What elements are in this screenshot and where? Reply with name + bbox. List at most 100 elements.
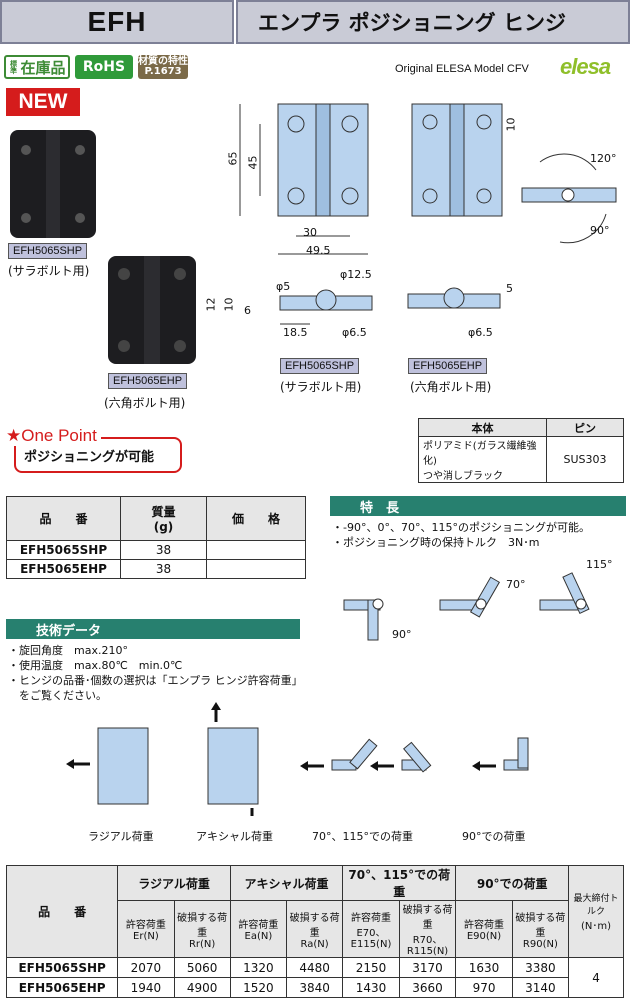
load-group-axial: アキシャル荷重 — [229, 865, 344, 901]
material-body-line1: ポリアミド(ガラス繊維強化) — [423, 441, 537, 467]
dim-18-5: 18.5 — [283, 326, 308, 339]
material-body: ポリアミド(ガラス繊維強化) つや消しブラック — [418, 436, 547, 483]
dim-6: 6 — [244, 304, 251, 317]
rotation-diagram — [521, 153, 617, 244]
load-row-code: EFH5065EHP — [5, 977, 119, 998]
load-diagrams — [66, 702, 529, 816]
load-subheader-symbol: E90(N) — [466, 931, 502, 942]
dim-10-side: 10 — [222, 297, 236, 312]
tech-item-3: ・ヒンジの品番･個数の選択は「エンプラ ヒンジ許容荷重」 — [8, 674, 303, 687]
load-row-code: EFH5065SHP — [5, 957, 119, 978]
weight-row-code: EFH5065EHP — [6, 559, 121, 579]
load-subheader-symbol: Rr(N) — [188, 938, 216, 950]
tech-item-2: ・使用温度 max.80℃ min.0℃ — [8, 659, 183, 672]
load-subheader-symbol: Er(N) — [133, 931, 159, 942]
load-row-value: 3170 — [398, 957, 457, 978]
drawing-caption-shp: (サラボルト用) — [280, 380, 362, 394]
load-subheader-kind: 許容荷重 — [238, 920, 279, 931]
spec-line2: P.1673 — [144, 66, 182, 77]
dim-phi12-5: φ12.5 — [340, 268, 372, 281]
load-caption-90: 90°での荷重 — [462, 830, 526, 843]
material-pin: SUS303 — [546, 436, 624, 483]
load-subheader-kind: 破損する荷重 — [177, 912, 228, 939]
load-subheader-symbol: Ra(N) — [300, 938, 329, 950]
load-row-value: 1940 — [117, 977, 175, 998]
product-caption-ehp: (六角ボルト用) — [104, 396, 186, 410]
hinge-front-drawing — [239, 103, 369, 255]
load-group-90: 90°での荷重 — [455, 865, 570, 901]
feature-angle-70: 70° — [506, 578, 526, 591]
load-header-torque: 最大締付トルク (N･m) — [568, 865, 624, 958]
hinge-photo-shp — [10, 130, 96, 238]
drawing-caption-ehp: (六角ボルト用) — [410, 380, 492, 394]
load-row-value: 3140 — [511, 977, 570, 998]
torque-unit: (N･m) — [581, 921, 612, 932]
drawing-code-shp: EFH5065SHP — [280, 358, 360, 374]
load-group-radial: ラジアル荷重 — [117, 865, 231, 901]
load-subheader-kind: 破損する荷重 — [289, 912, 340, 939]
weight-row-price — [206, 540, 306, 560]
load-subheader-kind: 許容荷重 — [351, 912, 391, 924]
material-header-body: 本体 — [418, 418, 547, 437]
tech-header: 技術データ — [6, 619, 300, 639]
load-caption-axial: アキシャル荷重 — [196, 830, 273, 843]
load-row-value: 5060 — [173, 957, 231, 978]
hinge-side-shp — [279, 289, 373, 325]
elesa-logo: elesa — [560, 54, 611, 79]
feature-item-2: ・ポジショニング時の保持トルク 3N･m — [332, 536, 540, 549]
dim-5: 5 — [506, 282, 513, 295]
product-code-ehp: EFH5065EHP — [108, 373, 188, 389]
feature-item-1: ・-90°、0°、70°、115°のポジショニングが可能。 — [332, 521, 590, 534]
load-subheader-kind: 許容荷重 — [464, 920, 505, 931]
one-point-title: ★One Point — [6, 426, 101, 446]
load-row-value: 3660 — [398, 977, 457, 998]
torque-label: 最大締付トルク — [573, 894, 619, 917]
load-row-value: 1430 — [342, 977, 400, 998]
weight-row-code: EFH5065SHP — [6, 540, 121, 560]
new-badge: NEW — [6, 88, 80, 116]
stock-label: 在庫品 — [20, 58, 66, 77]
weight-row-mass: 38 — [120, 559, 207, 579]
product-code-shp: EFH5065SHP — [8, 243, 88, 259]
material-table: 本体 ピン ポリアミド(ガラス繊維強化) つや消しブラック SUS303 — [418, 418, 624, 483]
dim-phi6-5-ehp: φ6.5 — [468, 326, 493, 339]
dim-65: 65 — [226, 151, 240, 166]
material-header-pin: ピン — [546, 418, 624, 437]
load-subheader-kind: 許容荷重 — [125, 920, 166, 931]
load-subheader-kind: 破損する荷重 — [402, 905, 453, 931]
positioning-diagrams — [343, 572, 590, 641]
product-caption-shp: (サラボルト用) — [8, 264, 90, 278]
load-caption-radial: ラジアル荷重 — [88, 830, 154, 843]
feature-angle-115: 115° — [586, 558, 613, 571]
features-header: 特 長 — [330, 496, 626, 516]
load-header-code: 品 番 — [5, 865, 119, 958]
dim-phi6-5-shp: φ6.5 — [342, 326, 367, 339]
hinge-side-ehp — [407, 287, 501, 309]
dim-49-5: 49.5 — [306, 244, 331, 257]
load-row-value: 1630 — [455, 957, 513, 978]
product-title-header: エンプラ ポジショニング ヒンジ — [236, 0, 630, 44]
load-row-value: 1520 — [229, 977, 288, 998]
load-row-value: 1320 — [229, 957, 288, 978]
load-torque-value: 4 — [568, 957, 624, 998]
dim-10: 10 — [504, 117, 518, 132]
product-code-header: EFH — [0, 0, 234, 44]
drawing-code-ehp: EFH5065EHP — [408, 358, 488, 374]
load-row-value: 4900 — [173, 977, 231, 998]
load-group-70-115: 70°、115°での荷重 — [342, 865, 457, 901]
dim-30: 30 — [303, 226, 317, 239]
weight-row-price — [206, 559, 306, 579]
weight-header-price: 価 格 — [206, 496, 306, 541]
load-row-value: 2150 — [342, 957, 400, 978]
tech-item-1: ・旋回角度 max.210° — [8, 644, 128, 657]
dim-12: 12 — [204, 297, 218, 312]
load-table: 品 番 ラジアル荷重 アキシャル荷重 70°、115°での荷重 90°での荷重 … — [5, 865, 624, 998]
weight-header-mass-unit: (g) — [153, 520, 174, 534]
hinge-ehp-drawing — [411, 103, 503, 217]
material-body-line2: つや消しブラック — [423, 471, 503, 482]
